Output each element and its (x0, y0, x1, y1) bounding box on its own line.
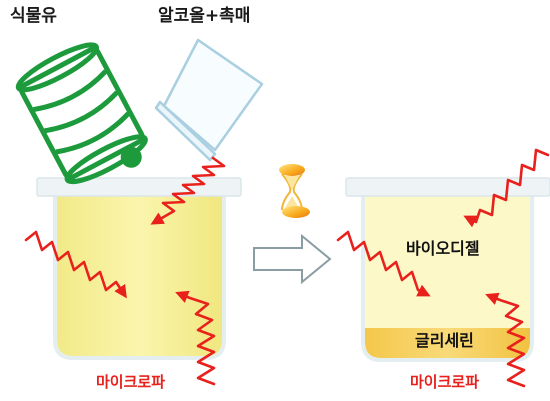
microwave-wave-icon (336, 230, 431, 297)
arrow-right-icon (253, 233, 332, 285)
microwave-waves (24, 148, 550, 388)
microwave-wave-icon (24, 230, 127, 299)
biodiesel-layer (365, 196, 530, 330)
biodiesel-label: 바이오디젤 (406, 239, 480, 258)
right-beaker-rim (345, 177, 550, 197)
microwave-label-right: 마이크로파 (410, 373, 480, 391)
hourglass-icon (279, 164, 310, 218)
left-beaker-body (53, 194, 226, 360)
oil-can-icon (15, 42, 148, 185)
alcohol-cup-icon (154, 38, 264, 162)
left-beaker-liquid (57, 196, 222, 356)
left-beaker (36, 177, 242, 360)
alcohol-catalyst-label: 알코올+촉매 (158, 6, 251, 26)
right-beaker-body (361, 194, 534, 362)
vegetable-oil-label: 식물유 (10, 6, 57, 26)
glycerin-label: 글리세린 (415, 331, 474, 350)
glycerin-layer (365, 328, 530, 358)
microwave-wave-icon (463, 148, 550, 228)
microwave-wave-icon (150, 156, 226, 225)
microwave-wave-icon (175, 290, 216, 386)
microwave-wave-icon (485, 292, 526, 388)
microwave-label-left: 마이크로파 (96, 373, 166, 391)
